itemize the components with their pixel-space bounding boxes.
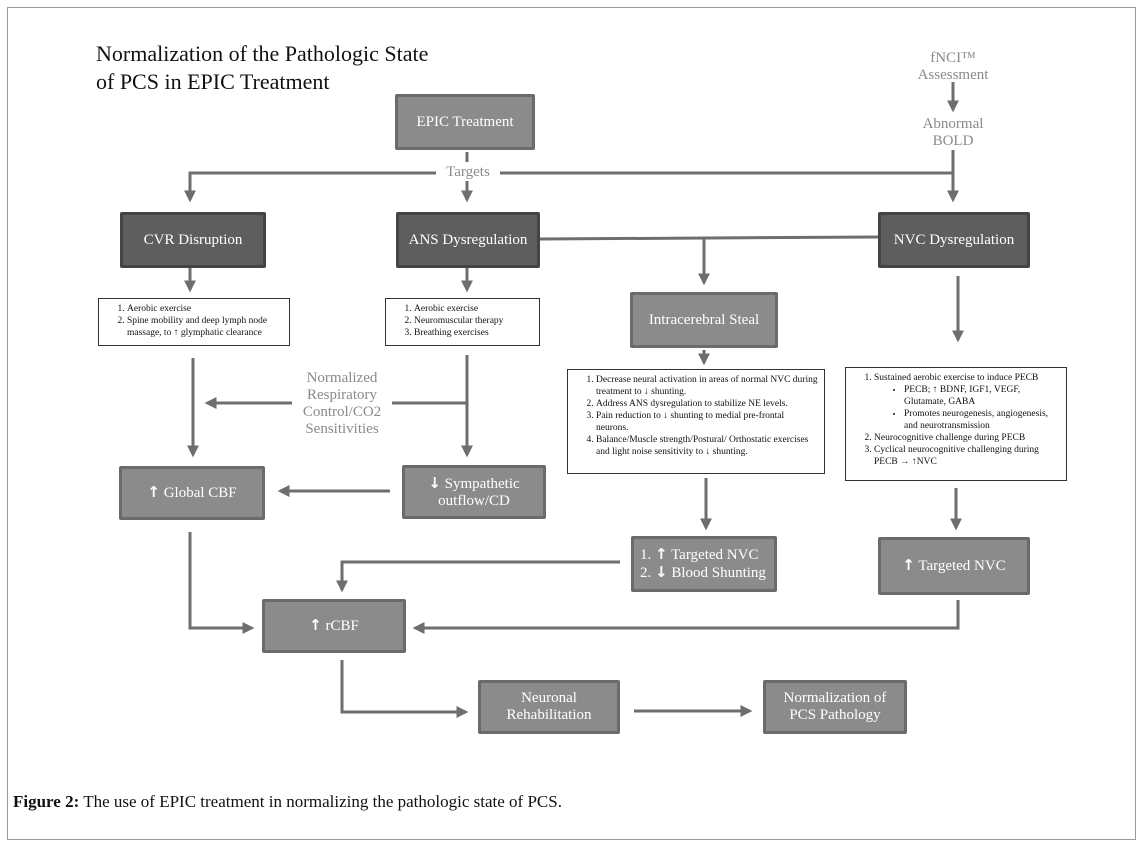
caption-text: The use of EPIC treatment in normalizing… (79, 792, 562, 811)
arrow-cbf-to-rcbf (188, 532, 255, 634)
list-item: Balance/Muscle strength/Postural/ Orthos… (596, 434, 818, 458)
down-arrow-icon (655, 563, 668, 581)
global-cbf-node: Global CBF (119, 466, 265, 520)
abnormal-bold-label: Abnormal BOLD (900, 116, 1006, 150)
sub-list-item: PECB; ↑ BDNF, IGF1, VEGF, Glutamate, GAB… (904, 384, 1060, 408)
up-arrow-icon (147, 483, 160, 501)
nvc-dysregulation-node: NVC Dysregulation (878, 212, 1030, 268)
sympathetic-outflow-node: Sympathetic outflow/CD (402, 465, 546, 519)
steal-interventions-list: Decrease neural activation in areas of n… (567, 369, 825, 474)
down-arrow-icon (428, 474, 441, 492)
list-item: Sustained aerobic exercise to induce PEC… (874, 372, 1060, 432)
up-arrow-icon (902, 556, 915, 574)
targeted-nvc-label-2: Targeted NVC (918, 558, 1006, 574)
targeted-nvc-label-1: Targeted NVC (671, 547, 759, 563)
ans-dysregulation-label: ANS Dysregulation (408, 231, 528, 248)
normalized-respiratory-label: Normalized Respiratory Control/CO2 Sensi… (292, 370, 392, 438)
epic-treatment-node: EPIC Treatment (395, 94, 535, 150)
arrow-targeted1-to-rcbf (336, 560, 620, 593)
arrow-rcbf-to-neuronal (340, 660, 469, 718)
intracerebral-steal-node: Intracerebral Steal (630, 292, 778, 348)
normalized-line4: Sensitivities (305, 421, 379, 437)
global-cbf-label: Global CBF (163, 485, 237, 501)
figure-frame (7, 7, 1136, 840)
diagram-title: Normalization of the Pathologic State of… (96, 40, 428, 96)
fnci-assessment-label: fNCI™ Assessment (900, 50, 1006, 84)
arrow-targets-to-cvr (184, 171, 440, 203)
sympathetic-line1: Sympathetic (444, 475, 520, 492)
neuronal-line2: Rehabilitation (506, 707, 592, 723)
list-item: Cyclical neurocognitive challenging duri… (874, 444, 1060, 468)
normalization-line2: PCS Pathology (789, 707, 881, 723)
bold-line1: Abnormal (922, 116, 984, 132)
title-line1: Normalization of the Pathologic State (96, 41, 429, 66)
normalized-line3: Control/CO2 (302, 404, 382, 420)
intracerebral-steal-label: Intracerebral Steal (648, 311, 760, 328)
nvc-item1-text: Sustained aerobic exercise to induce PEC… (874, 373, 1039, 383)
list-item: Address ANS dysregulation to stabilize N… (596, 398, 818, 410)
ans-dysregulation-node: ANS Dysregulation (396, 212, 540, 268)
list-item: Aerobic exercise (414, 303, 533, 315)
nvc-interventions-list: Sustained aerobic exercise to induce PEC… (845, 367, 1067, 481)
targeted-nvc-shunting-node: 1. Targeted NVC 2. Blood Shunting (631, 536, 777, 592)
title-line2: of PCS in EPIC Treatment (96, 69, 330, 94)
cvr-interventions-list: Aerobic exercise Spine mobility and deep… (98, 298, 290, 346)
neuronal-line1: Neuronal (521, 690, 577, 706)
sympathetic-line2: outflow/CD (438, 492, 510, 509)
arrow-targeted2-to-rcbf (412, 600, 960, 634)
up-arrow-icon (309, 616, 322, 634)
blood-shunting-label: Blood Shunting (671, 565, 766, 581)
bold-line2: BOLD (932, 133, 974, 149)
normalization-pcs-node: Normalization of PCS Pathology (763, 680, 907, 734)
rcbf-label: rCBF (325, 618, 359, 634)
list-item: Spine mobility and deep lymph node massa… (127, 315, 283, 339)
normalization-line1: Normalization of (783, 690, 887, 706)
list-item: Neurocognitive challenge during PECB (874, 432, 1060, 444)
nvc-dysregulation-label: NVC Dysregulation (893, 231, 1015, 248)
figure-caption: Figure 2: The use of EPIC treatment in n… (13, 792, 562, 812)
line-ans-to-nvc (539, 235, 879, 241)
list-item: Aerobic exercise (127, 303, 283, 315)
up-arrow-icon (655, 545, 668, 563)
fnci-line1: fNCI™ (930, 50, 976, 66)
neuronal-rehabilitation-node: Neuronal Rehabilitation (478, 680, 620, 734)
sub-list-item: Promotes neurogenesis, angiogenesis, and… (904, 408, 1060, 432)
list-item: Neuromuscular therapy (414, 315, 533, 327)
caption-label: Figure 2: (13, 792, 80, 811)
ans-interventions-list: Aerobic exercise Neuromuscular therapy B… (385, 298, 540, 346)
fnci-line2: Assessment (917, 67, 989, 83)
normalized-line1: Normalized (306, 370, 378, 386)
list-item: Decrease neural activation in areas of n… (596, 374, 818, 398)
epic-treatment-label: EPIC Treatment (416, 113, 514, 130)
targeted-nvc-node: Targeted NVC (878, 537, 1030, 595)
cvr-disruption-label: CVR Disruption (143, 231, 243, 248)
list-item: Pain reduction to ↓ shunting to medial p… (596, 410, 818, 434)
rcbf-node: rCBF (262, 599, 406, 653)
normalized-line2: Respiratory (307, 387, 377, 403)
cvr-disruption-node: CVR Disruption (120, 212, 266, 268)
targets-label: Targets (436, 164, 500, 181)
list-item: Breathing exercises (414, 327, 533, 339)
